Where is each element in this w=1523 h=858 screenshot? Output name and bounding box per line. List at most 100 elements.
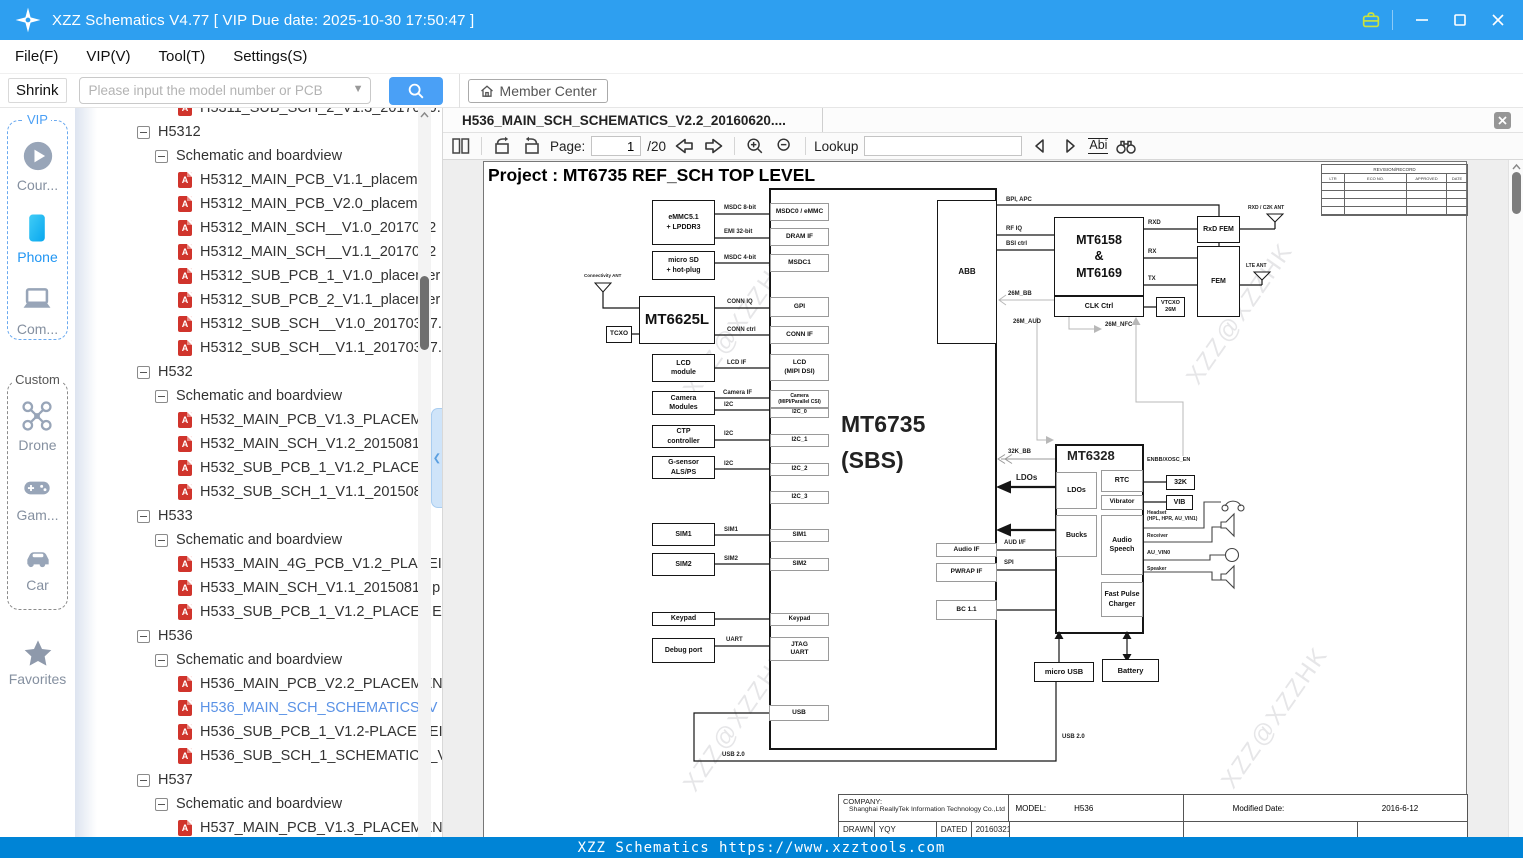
tree-item-folder[interactable]: H536 [75,624,442,648]
schematic-block-battery: Battery [1102,659,1159,682]
search-input[interactable] [78,77,371,104]
match-case-icon[interactable]: Abi [1088,138,1109,154]
schematic-block-sim2_ext: SIM2 [652,553,715,576]
tree-item-file[interactable]: H5312_MAIN_SCH__V1.0_2017032 [75,216,442,240]
lookup-input[interactable] [864,136,1023,156]
tree-item-folder[interactable]: Schematic and boardview [75,648,442,672]
statusbar: XZZ Schematics https://www.xzztools.com [0,837,1523,858]
tree-item-folder[interactable]: Schematic and boardview [75,528,442,552]
tree-item-folder[interactable]: H5312 [75,120,442,144]
schematic-canvas[interactable]: XZZ@XZZHK XZZ@XZZHK XZZ@XZZHK XZZ@XZZHK … [443,160,1523,837]
tree-item-file[interactable]: H532_MAIN_PCB_V1.3_PLACEMEN [75,408,442,432]
tree-item-file[interactable]: H5312_MAIN_PCB_V2.0_placemer [75,192,442,216]
tree-item-file[interactable]: H533_MAIN_4G_PCB_V1.2_PLACEI [75,552,442,576]
collapse-node-icon[interactable] [155,533,168,547]
tree-item-folder[interactable]: H533 [75,504,442,528]
tree-item-file[interactable]: H5312_SUB_PCB_1_V1.0_placemer [75,264,442,288]
member-center-button[interactable]: Member Center [467,78,608,103]
menu-item-vipv[interactable]: VIP(V) [86,48,131,65]
shrink-button[interactable]: Shrink [8,78,67,103]
rotate-left-icon[interactable] [490,135,514,157]
find-next-icon[interactable] [1058,135,1082,157]
collapse-node-icon[interactable] [155,149,168,163]
schematic-label-emi32: EMI 32-bit [724,229,753,235]
zoom-out-icon[interactable] [773,135,797,157]
tree-item-file[interactable]: H537_MAIN_PCB_V1.3_PLACEMEN [75,816,442,837]
close-button[interactable] [1483,7,1513,33]
pdf-icon [178,316,192,332]
tree-item-file[interactable]: H532_SUB_SCH_1_V1.1_20150810. [75,480,442,504]
tree-item-file[interactable]: H532_SUB_PCB_1_V1.2_PLACEMEI [75,456,442,480]
minimize-button[interactable] [1407,7,1437,33]
collapse-node-icon[interactable] [155,389,168,403]
collapse-node-icon[interactable] [155,797,168,811]
tree-item-folder[interactable]: H532 [75,360,442,384]
sheet-title-cell: TITLE:00_BLOCK_DIAGRAM [1010,822,1184,837]
search-button[interactable] [388,76,443,105]
tree-item-folder[interactable]: H537 [75,768,442,792]
sidebar-item-computer[interactable]: Com... [17,283,58,337]
tree-item-file[interactable]: H533_SUB_PCB_1_V1.2_PLACEMEI [75,600,442,624]
tree-item-file[interactable]: H5312_MAIN_SCH__V1.1_2017032 [75,240,442,264]
previous-page-icon[interactable] [672,135,696,157]
schematic-label-lcdif: LCD IF [727,360,747,366]
sidebar-item-game[interactable]: Gam... [16,471,59,523]
tree-item-folder[interactable]: Schematic and boardview [75,144,442,168]
schematic-block-rxdfem: RxD FEM [1197,216,1240,243]
tree-item-file[interactable]: H536_MAIN_SCH_SCHEMATICS_V [75,696,442,720]
tree-item-file[interactable]: H536_SUB_SCH_1_SCHEMATICS_V [75,744,442,768]
tree-item-file[interactable]: H536_SUB_PCB_1_V1.2-PLACEMEI [75,720,442,744]
tree-item-file[interactable]: H5312_SUB_SCH__V1.1_20170327. [75,336,442,360]
tree-item-file[interactable]: H5312_SUB_SCH__V1.0_20170327. [75,312,442,336]
tree-item-file[interactable]: H532_MAIN_SCH_V1.2_20150810.p [75,432,442,456]
scroll-up-icon[interactable] [1509,161,1523,173]
close-document-icon[interactable] [1494,112,1511,129]
tree-item-file[interactable]: H533_MAIN_SCH_V1.1_20150810.p [75,576,442,600]
menu-item-settingss[interactable]: Settings(S) [233,48,308,65]
tree-item-folder[interactable]: Schematic and boardview [75,792,442,816]
schematic-block-abb: ABB [937,200,997,344]
panel-collapse-handle[interactable]: ❮ [431,408,442,508]
sidebar-item-course[interactable]: Cour... [17,139,58,193]
sidebar-item-phone[interactable]: Phone [17,211,58,265]
collapse-node-icon[interactable] [137,509,150,523]
tree-item-file[interactable]: H5311_SUB_SCH_2_V1.3_2017060. [75,108,442,120]
menu-item-toolt[interactable]: Tool(T) [158,48,206,65]
schematic-label-rxw: RX [1148,249,1157,255]
next-page-icon[interactable] [702,135,726,157]
schematic-block-dram: DRAM IF [770,228,829,246]
maximize-button[interactable] [1445,7,1475,33]
collapse-node-icon[interactable] [155,653,168,667]
scroll-up-icon[interactable] [418,109,431,121]
sidebar-item-drone[interactable]: Drone [18,399,57,453]
tree-item-folder[interactable]: Schematic and boardview [75,384,442,408]
binoculars-icon[interactable] [1114,135,1138,157]
viewer-scrollbar-thumb[interactable] [1512,172,1521,214]
tree-item-file[interactable]: H5312_MAIN_PCB_V1.1_placemer [75,168,442,192]
tree-item-file[interactable]: H536_MAIN_PCB_V2.2_PLACEMEN [75,672,442,696]
gamepad-icon [24,481,51,495]
facing-pages-icon[interactable] [449,135,473,157]
page-total: /20 [647,138,667,154]
page-number-input[interactable] [591,136,642,156]
tree-scrollbar[interactable] [418,108,431,837]
collapse-node-icon[interactable] [137,365,150,379]
tree-scrollbar-thumb[interactable] [420,276,429,350]
schematic-label-rxdantl: RXD / C2K ANT [1248,205,1285,211]
zoom-in-icon[interactable] [743,135,767,157]
sidebar-item-favorites[interactable]: Favorites [0,637,75,687]
document-tab[interactable]: H536_MAIN_SCH_SCHEMATICS_V2.2_20160620..… [443,108,823,132]
tree-item-file[interactable]: H5312_SUB_PCB_2_V1.1_placemer [75,288,442,312]
collapse-node-icon[interactable] [137,629,150,643]
find-previous-icon[interactable] [1028,135,1052,157]
collapse-node-icon[interactable] [137,125,150,139]
chevron-down-icon[interactable]: ▼ [352,83,364,95]
menu-item-filef[interactable]: File(F) [15,48,59,65]
collapse-node-icon[interactable] [137,773,150,787]
sidebar-item-car[interactable]: Car [20,541,56,593]
modified-value: 2016-6-12 [1381,803,1419,813]
viewer-scrollbar[interactable] [1508,160,1523,837]
rotate-right-icon[interactable] [520,135,544,157]
vip-briefcase-icon[interactable] [1356,7,1386,33]
